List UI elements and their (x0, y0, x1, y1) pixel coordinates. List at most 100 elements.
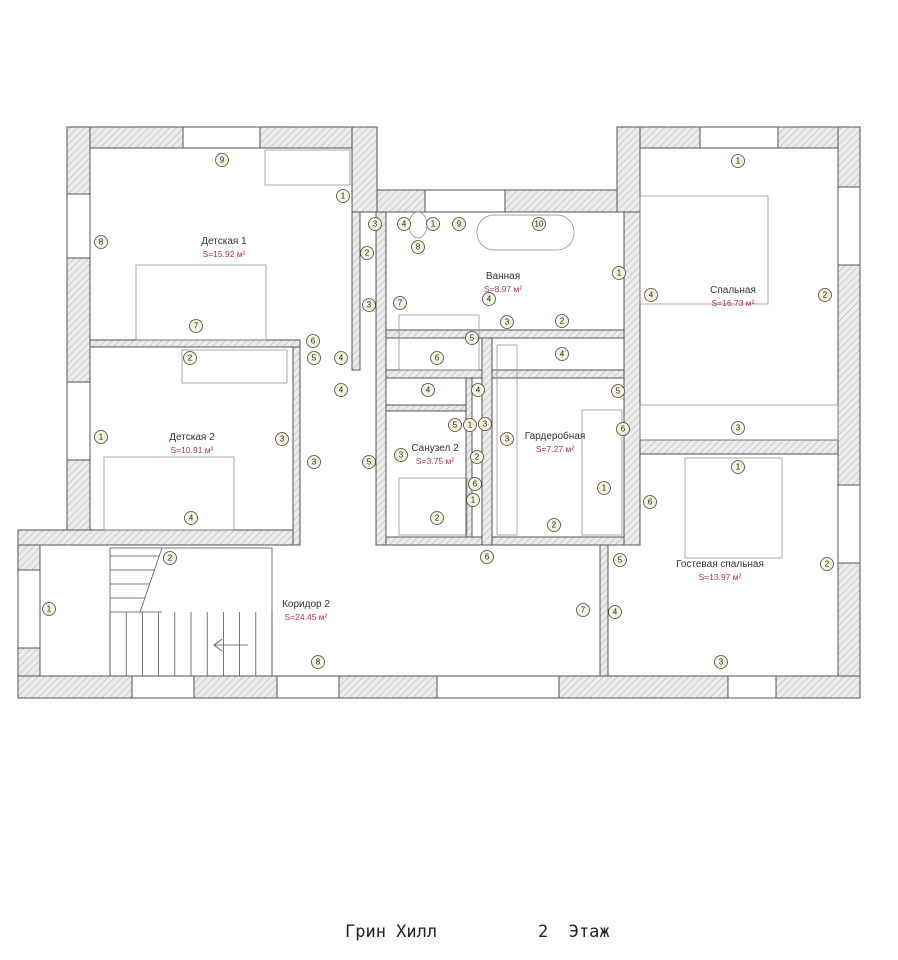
marker-circle (397, 217, 411, 231)
marker: 4 (421, 383, 435, 397)
marker: 1 (731, 154, 745, 168)
marker-number: 2 (475, 453, 480, 462)
marker: 4 (471, 383, 485, 397)
marker-circle (555, 347, 569, 361)
marker: 3 (394, 448, 408, 462)
marker-number: 6 (311, 337, 316, 346)
marker-circle (731, 421, 745, 435)
marker-circle (468, 477, 482, 491)
marker-number: 3 (367, 301, 372, 310)
marker-circle (362, 455, 376, 469)
marker-number: 3 (736, 424, 741, 433)
marker-circle (555, 314, 569, 328)
marker-number: 4 (560, 350, 565, 359)
marker: 5 (613, 553, 627, 567)
marker-circle (42, 602, 56, 616)
marker-number: 6 (648, 498, 653, 507)
marker: 6 (616, 422, 630, 436)
marker: 5 (611, 384, 625, 398)
marker-circle (731, 154, 745, 168)
marker: 3 (362, 298, 376, 312)
marker-number: 3 (312, 458, 317, 467)
room-name: Санузел 2 (411, 443, 459, 454)
marker-number: 1 (736, 463, 741, 472)
room-label: Детская 1S=15.92 м² (201, 236, 247, 259)
marker-number: 5 (470, 334, 475, 343)
room-name: Детская 2 (169, 432, 215, 443)
marker: 2 (470, 450, 484, 464)
marker-number: 5 (367, 458, 372, 467)
marker-number: 4 (402, 220, 407, 229)
marker-number: 1 (431, 220, 436, 229)
marker-circle (482, 292, 496, 306)
marker-circle (421, 383, 435, 397)
marker-number: 4 (339, 386, 344, 395)
marker-circle (547, 518, 561, 532)
marker-circle (336, 189, 350, 203)
marker: 10 (532, 217, 546, 231)
room-label: Детская 2S=10.91 м² (169, 432, 215, 455)
marker-number: 3 (505, 435, 510, 444)
marker-circle (184, 511, 198, 525)
marker-circle (306, 334, 320, 348)
marker-number: 2 (825, 560, 830, 569)
marker-number: 1 (617, 269, 622, 278)
marker-number: 3 (719, 658, 724, 667)
marker: 1 (463, 418, 477, 432)
marker: 4 (334, 383, 348, 397)
room-label: Коридор 2S=24.45 м² (282, 599, 330, 622)
marker: 3 (368, 217, 382, 231)
marker: 5 (465, 331, 479, 345)
marker-circle (644, 288, 658, 302)
marker-number: 2 (188, 354, 193, 363)
marker-circle (393, 296, 407, 310)
marker-circle (94, 430, 108, 444)
marker-circle (411, 240, 425, 254)
marker: 4 (482, 292, 496, 306)
marker-circle (311, 655, 325, 669)
marker: 2 (818, 288, 832, 302)
marker-number: 2 (560, 317, 565, 326)
marker: 7 (576, 603, 590, 617)
marker-number: 5 (618, 556, 623, 565)
marker-circle (465, 331, 479, 345)
marker-circle (394, 448, 408, 462)
marker: 2 (360, 246, 374, 260)
marker-number: 1 (99, 433, 104, 442)
marker: 6 (643, 495, 657, 509)
room-name: Коридор 2 (282, 599, 330, 610)
marker: 8 (94, 235, 108, 249)
marker: 3 (500, 315, 514, 329)
marker-number: 6 (473, 480, 478, 489)
marker-number: 3 (505, 318, 510, 327)
marker-circle (307, 455, 321, 469)
marker: 3 (307, 455, 321, 469)
room-name: Спальная (710, 285, 756, 296)
marker-circle (500, 315, 514, 329)
marker-number: 4 (339, 354, 344, 363)
marker-circle (643, 495, 657, 509)
furniture (103, 149, 839, 559)
marker-circle (608, 605, 622, 619)
marker-circle (478, 417, 492, 431)
marker-circle (275, 432, 289, 446)
marker-number: 6 (621, 425, 626, 434)
marker-number: 3 (280, 435, 285, 444)
marker: 4 (397, 217, 411, 231)
room-name: Детская 1 (201, 236, 247, 247)
marker-number: 9 (457, 220, 462, 229)
marker-circle (612, 266, 626, 280)
inner-walls (89, 211, 839, 677)
marker-circle (334, 351, 348, 365)
marker-circle (334, 383, 348, 397)
marker-circle (532, 217, 546, 231)
marker: 7 (189, 319, 203, 333)
marker-circle (576, 603, 590, 617)
marker-number: 5 (312, 354, 317, 363)
marker-circle (163, 551, 177, 565)
marker: 1 (731, 460, 745, 474)
marker: 1 (336, 189, 350, 203)
